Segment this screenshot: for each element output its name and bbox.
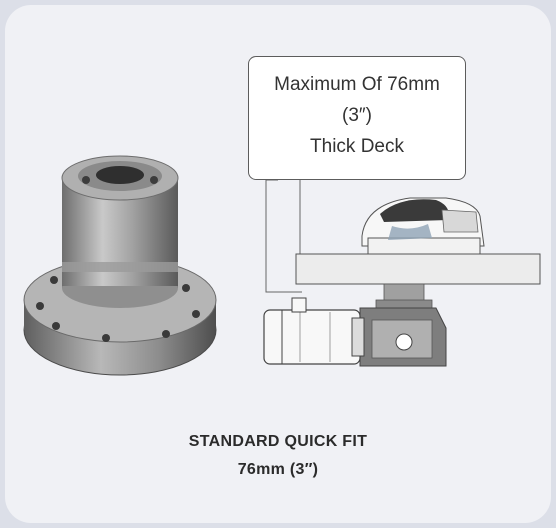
quick-fit-adapter-image — [23, 155, 217, 376]
electric-motor — [263, 297, 365, 365]
caption-size: 76mm (3″) — [237, 461, 319, 478]
caption-title: STANDARD QUICK FIT — [188, 433, 368, 450]
gearbox — [359, 307, 447, 367]
callout-line-1: Maximum Of 76mm — [274, 74, 440, 95]
callout-line-2: (3″) — [342, 105, 372, 126]
product-caption: STANDARD QUICK FIT 76mm (3″) — [0, 428, 556, 484]
windlass-installation-diagram — [263, 179, 541, 367]
deck-thickness-callout: Maximum Of 76mm (3″) Thick Deck — [248, 56, 466, 180]
deck-plank — [295, 253, 541, 285]
windlass-top-unit — [361, 197, 485, 255]
callout-line-3: Thick Deck — [310, 136, 404, 157]
